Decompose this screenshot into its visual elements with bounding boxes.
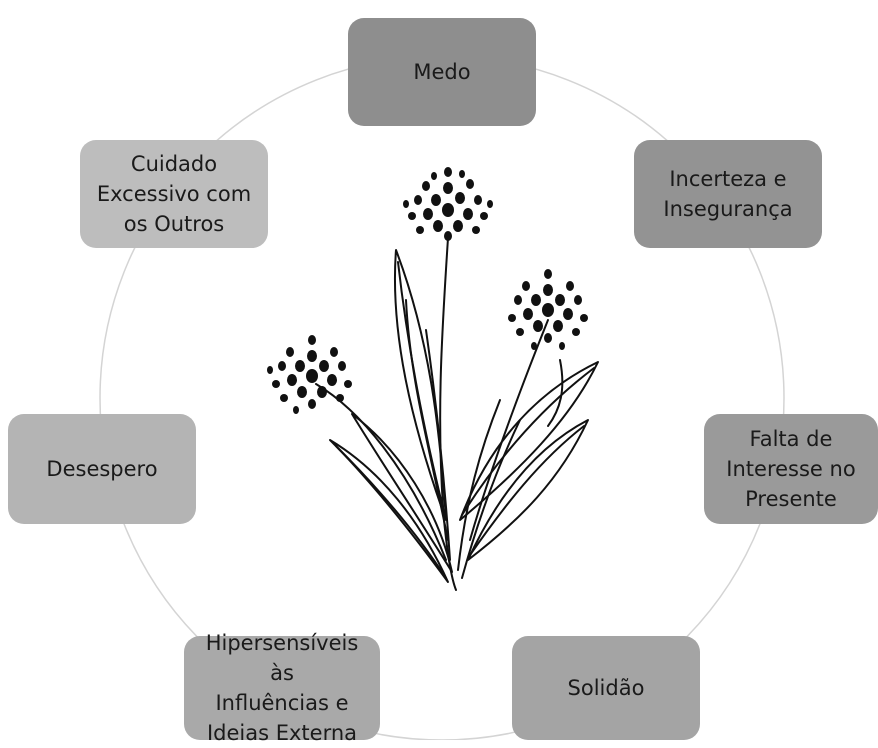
leaf-right-curl: [547, 359, 564, 427]
flower-illustration: [315, 237, 599, 591]
node-solidao: Solidão: [512, 636, 700, 740]
leaf-left-lower: [329, 439, 449, 583]
leaf-center-1: [425, 329, 451, 561]
node-falta-label: Falta de Interesse no Presente: [726, 427, 856, 511]
leaf-center-3: [461, 419, 521, 579]
leaf-tall-left: [393, 249, 447, 521]
leaf-left-lower-vein: [335, 445, 447, 579]
node-solidao-label: Solidão: [567, 676, 645, 700]
node-cuidado-label: Cuidado Excessivo com os Outros: [96, 152, 252, 236]
node-hipersensiveis: Hipersensíveis às Influências e Ideias E…: [184, 631, 380, 745]
leaf-tall-vein: [397, 261, 445, 513]
node-medo: Medo: [348, 18, 536, 126]
flower-head-top: [403, 167, 493, 241]
node-falta-de-interesse: Falta de Interesse no Presente: [704, 414, 878, 524]
stem-right: [469, 319, 549, 541]
stem-left: [315, 383, 447, 561]
leaf-right-vein: [461, 367, 595, 516]
node-medo-label: Medo: [413, 60, 471, 84]
leaf-right-upper: [459, 361, 599, 521]
leaf-mid-left-2: [405, 299, 449, 541]
leaf-right-lower-vein: [469, 425, 585, 556]
node-cuidado-excessivo: Cuidado Excessivo com os Outros: [80, 140, 268, 248]
node-hiper-label: Hipersensíveis às Influências e Ideias E…: [205, 631, 359, 745]
leaf-left-mid: [351, 413, 453, 573]
node-desespero-label: Desespero: [46, 457, 158, 481]
node-incerteza-inseguranca: Incerteza e Insegurança: [634, 140, 822, 248]
flower-head-left: [267, 335, 352, 414]
node-desespero: Desespero: [8, 414, 196, 524]
leaf-center-2: [457, 399, 501, 571]
node-incerteza-label: Incerteza e Insegurança: [663, 167, 793, 221]
flower-head-right: [508, 269, 588, 350]
